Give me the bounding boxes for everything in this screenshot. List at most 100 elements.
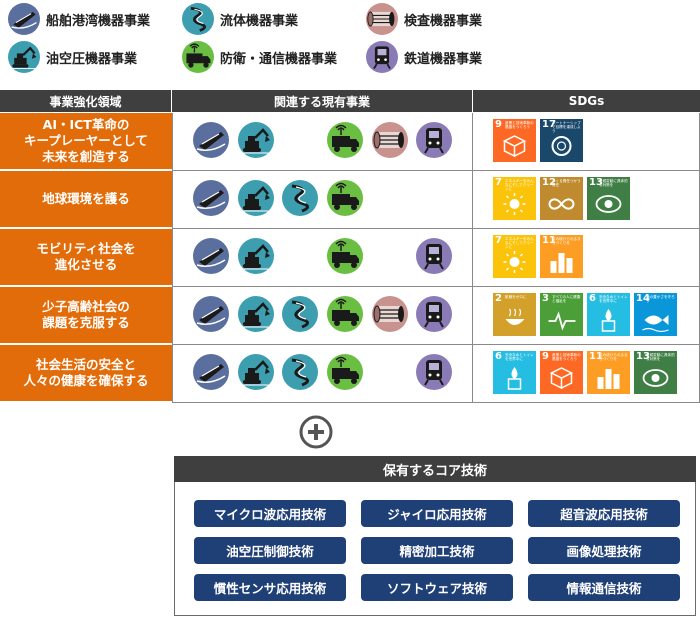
excavator-icon bbox=[238, 296, 274, 332]
sdg-goal-text: 産業と技術革新の基盤をつくろう bbox=[552, 353, 581, 362]
truck-icon bbox=[327, 238, 363, 274]
sdg-goal-text: 産業と技術革新の基盤をつくろう bbox=[505, 121, 534, 130]
sdg-goal-text: 飢餓をゼロに bbox=[505, 295, 527, 299]
sdg-goal-text: 海の豊かさを守ろう bbox=[646, 295, 675, 304]
sdg-goal-icon bbox=[550, 253, 573, 273]
related-business-cell bbox=[172, 345, 473, 403]
sdg-goal-text: 安全な水とトイレを世界中に bbox=[599, 295, 628, 304]
train-icon bbox=[416, 122, 452, 158]
ship-icon bbox=[193, 238, 229, 274]
sdg-goal-icon bbox=[642, 315, 669, 333]
business-legend: 船舶港湾機器事業 流体機器事業 検査機器事業油空圧機器事業 防衛・通信機器事業 鉄道機器… bbox=[0, 0, 700, 82]
excavator-icon bbox=[238, 354, 274, 390]
sdg-goal-number: 13 bbox=[589, 177, 603, 188]
core-tech-box: マイクロ波応用技術ジャイロ応用技術超音波応用技術油空圧制御技術精密加工技術画像処… bbox=[174, 482, 696, 616]
core-tech-title: 保有するコア技術 bbox=[174, 456, 696, 482]
sdg-goal-number: 7 bbox=[495, 177, 502, 188]
sdg-goal-number: 13 bbox=[636, 351, 650, 362]
sdg-goal-icon bbox=[503, 193, 526, 215]
sdg-goal-text: 気候変動に具体的な対策を bbox=[646, 353, 675, 362]
legend-label: 船舶港湾機器事業 bbox=[46, 13, 151, 29]
sdg-goal-text: 気候変動に具体的な対策を bbox=[599, 179, 628, 188]
truck-icon bbox=[327, 180, 363, 216]
legend-label: 油空圧機器事業 bbox=[46, 51, 138, 67]
core-tech-item: マイクロ波応用技術 bbox=[194, 500, 346, 527]
sdg-goal-icon bbox=[601, 309, 616, 332]
sdg-goal-icon bbox=[642, 369, 669, 387]
plus-icon bbox=[299, 415, 333, 449]
core-tech-item: 油空圧制御技術 bbox=[194, 537, 346, 564]
excavator-icon bbox=[238, 180, 274, 216]
core-tech-item: 情報通信技術 bbox=[528, 574, 680, 601]
train-icon bbox=[416, 238, 452, 274]
legend-label: 防衛・通信機器事業 bbox=[220, 51, 338, 67]
focus-area-label: AI・ICT革命の キープレーヤーとして 未来を創造する bbox=[0, 113, 172, 170]
legend-item: 油空圧機器事業 bbox=[8, 40, 137, 74]
sdg-goal-icon bbox=[551, 136, 572, 156]
legend-label: 鉄道機器事業 bbox=[404, 51, 483, 67]
legend-item: 防衛・通信機器事業 bbox=[182, 40, 337, 74]
header-related-business: 関連する現有事業 bbox=[172, 90, 473, 112]
sdg-goal-number: 12 bbox=[542, 177, 556, 188]
train-icon bbox=[366, 41, 398, 73]
legend-label: 流体機器事業 bbox=[220, 13, 299, 29]
core-tech-item: ソフトウェア技術 bbox=[361, 574, 513, 601]
sdg-goal-icon bbox=[548, 311, 576, 331]
core-tech-item: 画像処理技術 bbox=[528, 537, 680, 564]
rolls-icon bbox=[366, 3, 398, 35]
sdg-goal-number: 9 bbox=[495, 119, 502, 130]
excavator-icon bbox=[8, 41, 40, 73]
truck-icon bbox=[327, 296, 363, 332]
ship-icon bbox=[193, 122, 229, 158]
sdg-goal-number: 3 bbox=[542, 293, 549, 304]
wave-icon bbox=[282, 296, 318, 332]
train-icon bbox=[416, 354, 452, 390]
rolls-icon bbox=[372, 296, 408, 332]
truck-icon bbox=[327, 122, 363, 158]
sdg-goal-text: 安全な水とトイレを世界中に bbox=[505, 353, 534, 362]
related-business-cell bbox=[172, 171, 473, 229]
sdg-goal-icon bbox=[548, 198, 575, 210]
sdg-goal-number: 7 bbox=[495, 235, 502, 246]
header-sdgs: SDGs bbox=[473, 90, 700, 112]
sdg-goal-number: 17 bbox=[542, 119, 556, 130]
ship-icon bbox=[193, 296, 229, 332]
wave-icon bbox=[282, 180, 318, 216]
header-focus-area: 事業強化領域 bbox=[0, 90, 172, 112]
related-business-cell bbox=[172, 287, 473, 345]
excavator-icon bbox=[238, 238, 274, 274]
legend-item: 検査機器事業 bbox=[366, 2, 482, 36]
sdg-goal-text: 住み続けられるまちづくりを bbox=[552, 237, 581, 246]
sdg-goal-icon bbox=[549, 367, 574, 390]
core-tech-item: ジャイロ応用技術 bbox=[361, 500, 513, 527]
truck-icon bbox=[182, 41, 214, 73]
ship-icon bbox=[193, 354, 229, 390]
legend-item: 船舶港湾機器事業 bbox=[8, 2, 150, 36]
sdg-goal-number: 11 bbox=[542, 235, 556, 246]
related-business-cell bbox=[172, 113, 473, 171]
sdg-goal-text: つくる責任つかう責任 bbox=[552, 179, 581, 188]
sdg-goal-number: 9 bbox=[542, 351, 549, 362]
focus-area-label: 地球環境を護る bbox=[0, 171, 172, 228]
sdg-goal-icon bbox=[595, 195, 622, 213]
wave-icon bbox=[282, 354, 318, 390]
sdg-goal-number: 6 bbox=[495, 351, 502, 362]
sdg-goal-number: 11 bbox=[589, 351, 603, 362]
